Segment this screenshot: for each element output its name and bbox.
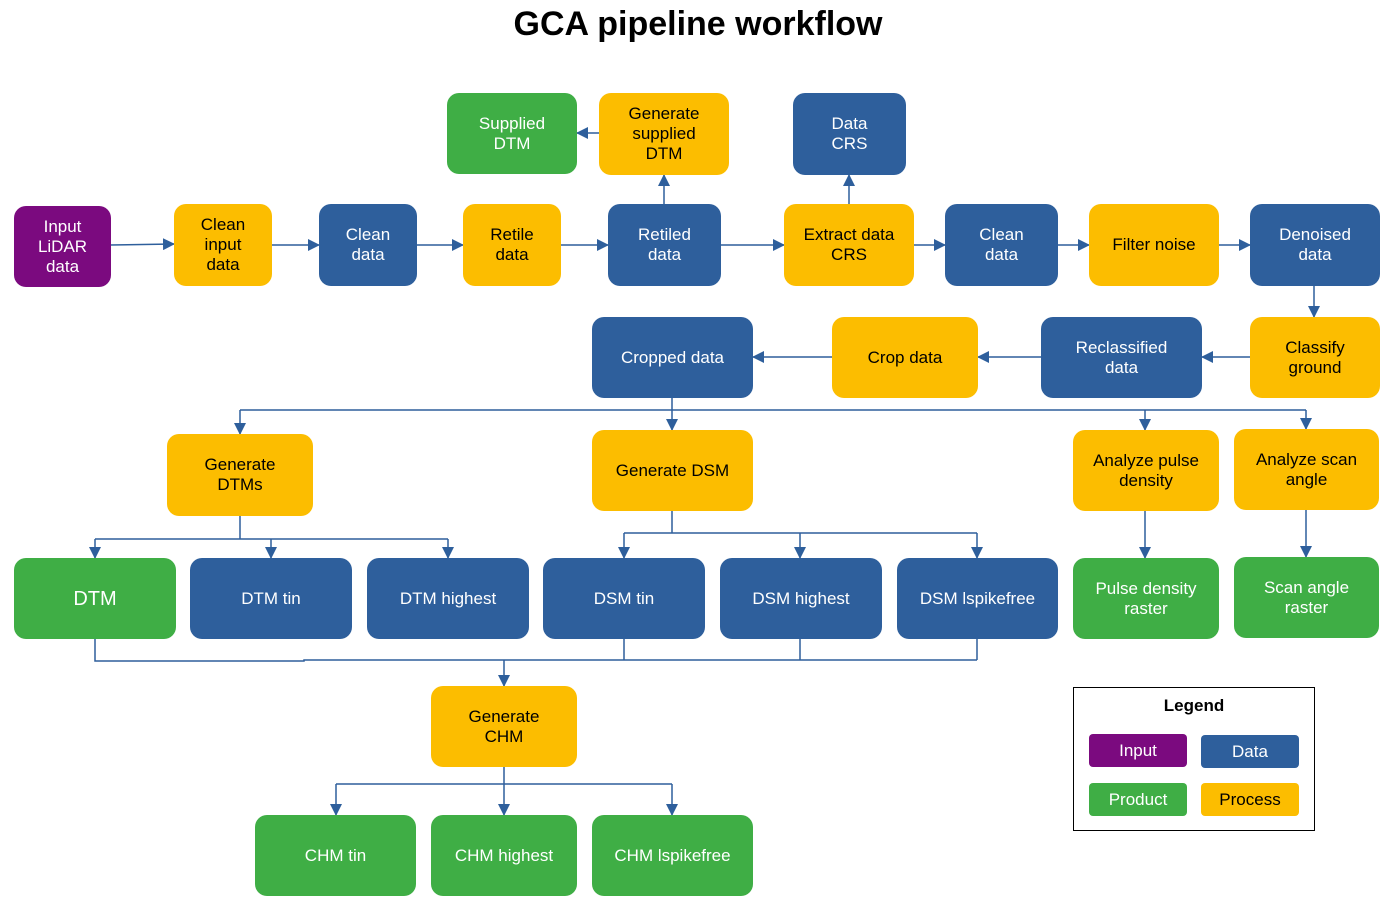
node-data-crs: Data CRS [793, 93, 906, 175]
edge-merge-bus [94, 639, 978, 662]
node-dtm-highest: DTM highest [367, 558, 529, 639]
node-generate-supplied-dtm: Generate supplied DTM [599, 93, 729, 175]
node-chm-lspikefree: CHM lspikefree [592, 815, 753, 896]
node-supplied-dtm: Supplied DTM [447, 93, 577, 174]
legend-input: Input [1089, 734, 1187, 767]
edge-chm-bus [336, 767, 672, 785]
edge-dsm-bus [624, 511, 977, 534]
node-filter-noise: Filter noise [1089, 204, 1219, 286]
node-retile: Retile data [463, 204, 561, 286]
node-scan-angle-raster: Scan angle raster [1234, 557, 1379, 638]
node-analyze-pulse-density: Analyze pulse density [1073, 430, 1219, 511]
node-crop-data: Crop data [832, 317, 978, 398]
node-dsm-lspikefree: DSM lspikefree [897, 558, 1058, 639]
node-retiled: Retiled data [608, 204, 721, 286]
node-generate-dtms: Generate DTMs [167, 434, 313, 516]
node-analyze-scan-angle: Analyze scan angle [1234, 429, 1379, 510]
edge-input-to-clean-input [109, 238, 175, 251]
node-dsm-tin: DSM tin [543, 558, 705, 639]
node-denoised: Denoised data [1250, 204, 1380, 286]
node-clean-data-1: Clean data [319, 204, 417, 286]
node-input-lidar: Input LiDAR data [14, 206, 111, 287]
node-cropped-data: Cropped data [592, 317, 753, 398]
legend-process: Process [1201, 783, 1299, 816]
diagram-title: GCA pipeline workflow [513, 5, 883, 43]
legend-product: Product [1089, 783, 1187, 816]
node-pulse-density-raster: Pulse density raster [1073, 558, 1219, 639]
legend: Legend Input Data Product Process [1073, 687, 1315, 831]
node-generate-chm: Generate CHM [431, 686, 577, 767]
node-clean-data-2: Clean data [945, 204, 1058, 286]
node-clean-input: Clean input data [174, 204, 272, 286]
node-classify-ground: Classify ground [1250, 317, 1380, 398]
node-reclassified: Reclassified data [1041, 317, 1202, 398]
node-generate-dsm: Generate DSM [592, 430, 753, 511]
legend-title: Legend [1163, 696, 1225, 715]
edge-cropped-bus [240, 398, 1306, 411]
node-dtm-tin: DTM tin [190, 558, 352, 639]
legend-data: Data [1201, 735, 1299, 768]
node-dtm: DTM [14, 558, 176, 639]
node-chm-tin: CHM tin [255, 815, 416, 896]
edge-dtms-bus [95, 516, 448, 540]
node-dsm-highest: DSM highest [720, 558, 882, 639]
node-extract-crs: Extract data CRS [784, 204, 914, 286]
node-chm-highest: CHM highest [431, 815, 577, 896]
